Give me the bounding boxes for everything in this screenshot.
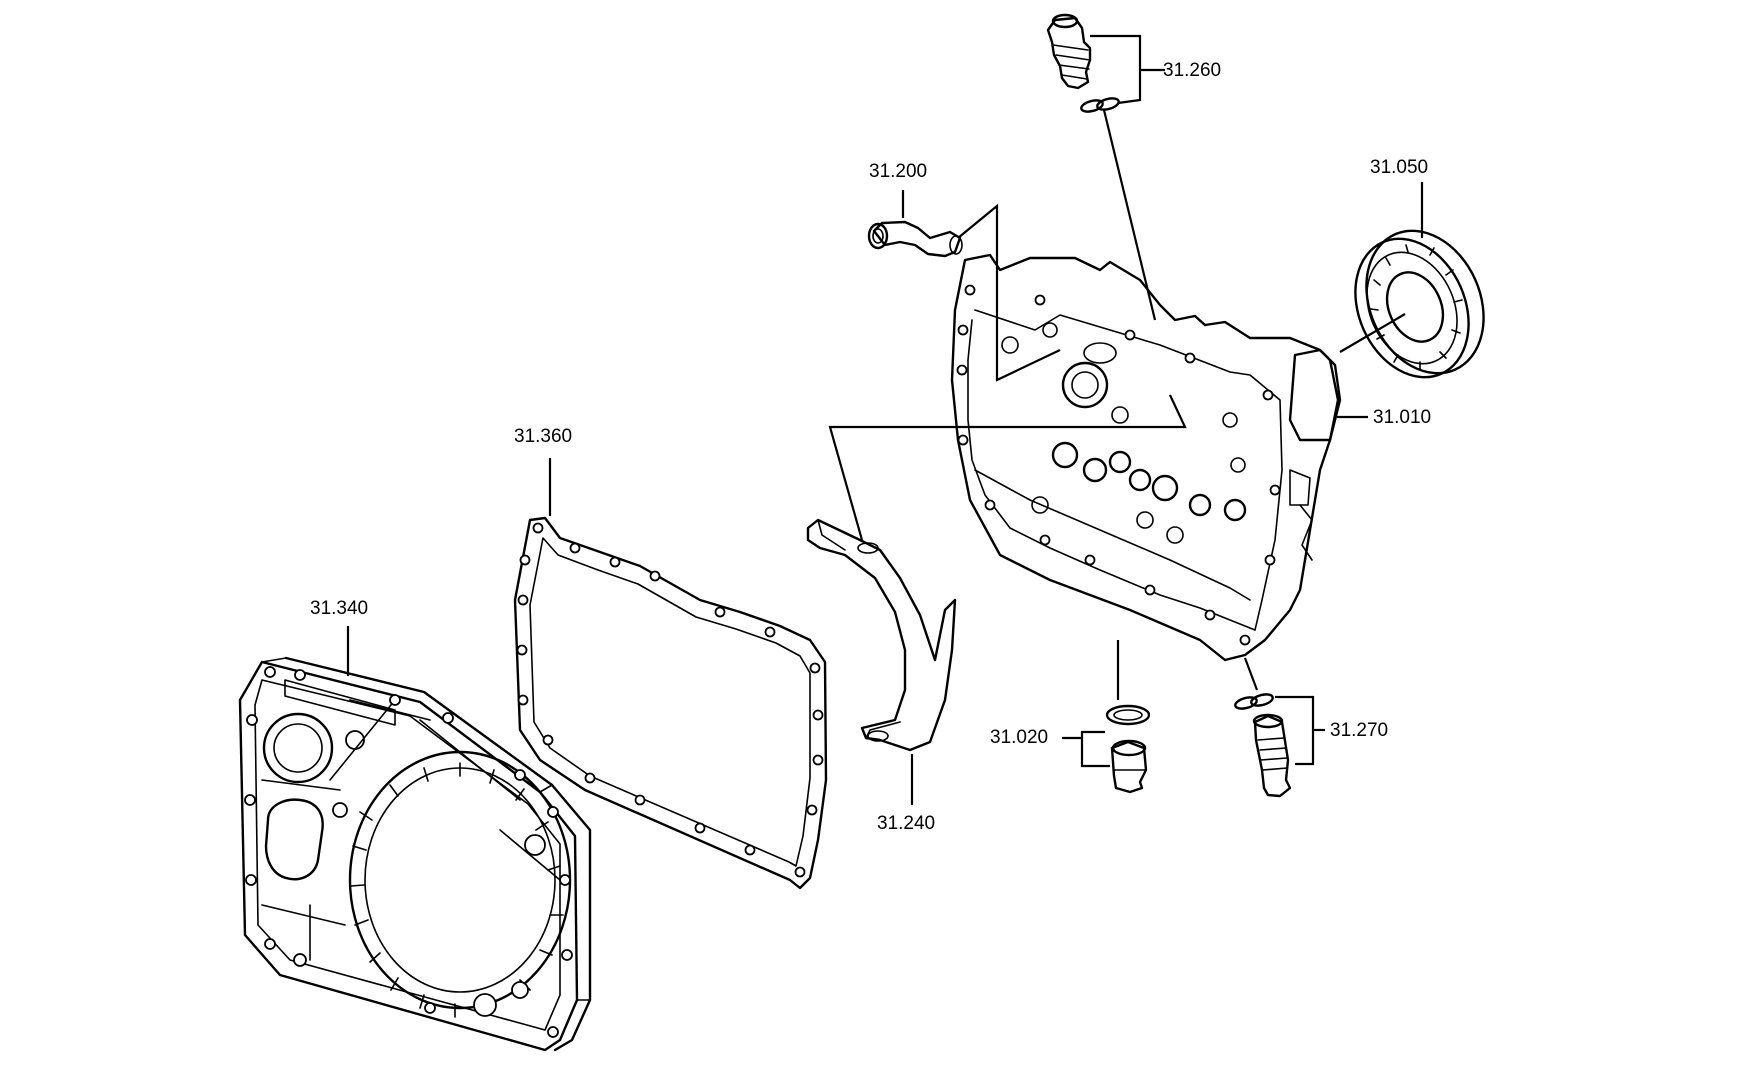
leader-lines — [346, 34, 1424, 805]
part-31200-pipe — [867, 220, 963, 258]
label-31200: 31.200 — [869, 161, 928, 182]
label-31270: 31.270 — [1330, 720, 1389, 741]
label-31240: 31.240 — [877, 813, 936, 834]
part-31360-gasket — [513, 516, 828, 890]
label-31050: 31.050 — [1370, 157, 1429, 178]
label-31360: 31.360 — [514, 426, 573, 447]
part-31020-plug — [1105, 704, 1151, 794]
part-31240-shim — [806, 518, 957, 752]
label-31340: 31.340 — [310, 598, 369, 619]
label-31020: 31.020 — [990, 727, 1049, 748]
label-31260: 31.260 — [1163, 60, 1222, 81]
part-31010-housing — [950, 253, 1342, 662]
part-31340-end-cover — [238, 656, 592, 1052]
part-31050-bearing — [1354, 229, 1485, 379]
part-31270-plug — [1234, 693, 1292, 798]
part-31260-plug — [1046, 13, 1120, 113]
label-31010: 31.010 — [1373, 407, 1432, 428]
